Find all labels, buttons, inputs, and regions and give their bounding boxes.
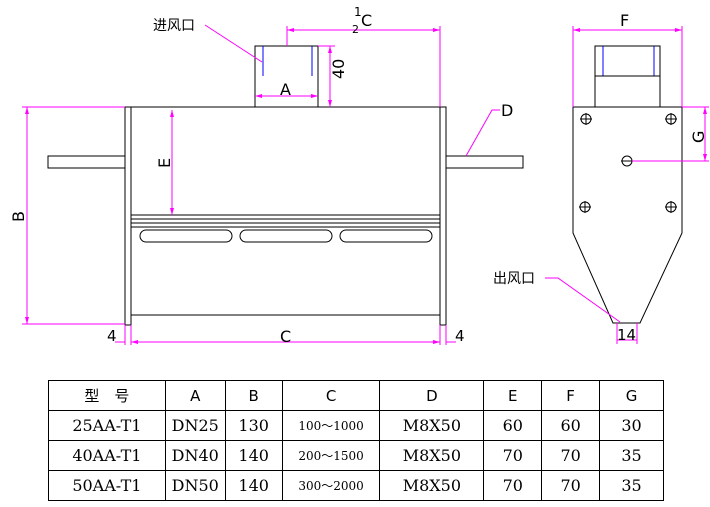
header-a: A — [164, 380, 226, 411]
outlet-label: 出风口 — [493, 271, 535, 287]
side-dim-arrows — [573, 28, 707, 161]
dim-14-label: 14 — [617, 326, 636, 344]
cell-d: M8X50 — [379, 410, 485, 441]
dim-4-left-label: 4 — [107, 327, 117, 345]
cell-e: 70 — [483, 470, 543, 501]
cell-e: 60 — [483, 410, 543, 441]
header-b: B — [224, 380, 283, 411]
dim-40-label: 40 — [329, 59, 348, 79]
g-label: G — [689, 131, 708, 143]
bolt-icon — [579, 201, 591, 213]
cell-c: 300～2000 — [281, 470, 381, 501]
d-label: D — [501, 101, 513, 120]
b-label: B — [9, 211, 28, 222]
inlet-leader — [204, 24, 263, 63]
left-end-plate — [124, 106, 132, 326]
cell-c: 200～1500 — [281, 440, 381, 471]
cell-a: DN25 — [164, 410, 226, 441]
cell-c: 100～1000 — [281, 410, 381, 441]
slot-3 — [339, 229, 433, 243]
outlet-leader — [545, 277, 621, 323]
body-outline — [130, 106, 441, 316]
header-d: D — [379, 380, 485, 411]
inlet-label: 进风口 — [153, 18, 195, 34]
center-hole-icon — [621, 155, 633, 167]
cell-f: 70 — [541, 470, 601, 501]
e-label: E — [155, 158, 174, 168]
header-f: F — [541, 380, 601, 411]
front-view — [47, 45, 524, 326]
table-row: 40AA-T1 DN40 140 200～1500 M8X50 70 70 35 — [48, 440, 664, 471]
front-dim-arrows — [25, 28, 440, 344]
right-mount-bar — [445, 155, 524, 169]
table-row: 25AA-T1 DN25 130 100～1000 M8X50 60 60 30 — [48, 410, 664, 441]
side-dimensions — [545, 26, 709, 344]
right-end-plate — [439, 106, 447, 326]
c-label: C — [280, 327, 291, 346]
left-mount-bar — [47, 155, 126, 169]
side-body — [572, 106, 683, 324]
bolt-icon — [665, 201, 677, 213]
bolt-icon — [580, 113, 592, 125]
cell-model: 40AA-T1 — [48, 440, 166, 471]
cell-b: 140 — [224, 440, 283, 471]
f-label: F — [620, 11, 629, 30]
header-g: G — [599, 380, 664, 411]
cell-e: 70 — [483, 440, 543, 471]
cell-f: 70 — [541, 440, 601, 471]
cell-b: 130 — [224, 410, 283, 441]
a-label: A — [280, 80, 291, 99]
front-dimensions — [22, 24, 500, 345]
header-e: E — [483, 380, 543, 411]
cell-model: 50AA-T1 — [48, 470, 166, 501]
cell-b: 140 — [224, 470, 283, 501]
header-c: C — [281, 380, 381, 411]
slot-2 — [239, 229, 333, 243]
cell-a: DN50 — [164, 470, 226, 501]
bolt-icon — [665, 113, 677, 125]
table-header-row: 型 号 A B C D E F G — [48, 380, 664, 411]
d-leader — [465, 109, 500, 157]
cell-g: 30 — [599, 410, 664, 441]
top-c-fraction-den: 2 — [352, 23, 359, 36]
header-model: 型 号 — [48, 380, 166, 411]
cell-g: 35 — [599, 440, 664, 471]
cell-f: 60 — [541, 410, 601, 441]
spec-table: 型 号 A B C D E F G 25AA-T1 DN25 130 100～1… — [48, 380, 664, 501]
technical-drawing: 进风口 1 2 C A 40 B E C 4 4 D — [9, 5, 709, 346]
side-view — [572, 45, 683, 324]
cell-model: 25AA-T1 — [48, 410, 166, 441]
table-row: 50AA-T1 DN50 140 300～2000 M8X50 70 70 35 — [48, 470, 664, 501]
dim-4-right-label: 4 — [455, 327, 465, 345]
slot-1 — [139, 229, 233, 243]
cell-d: M8X50 — [379, 470, 485, 501]
top-c-label: C — [361, 11, 372, 30]
cell-g: 35 — [599, 470, 664, 501]
top-c-fraction-num: 1 — [354, 5, 362, 19]
cell-a: DN40 — [164, 440, 226, 471]
cell-d: M8X50 — [379, 440, 485, 471]
